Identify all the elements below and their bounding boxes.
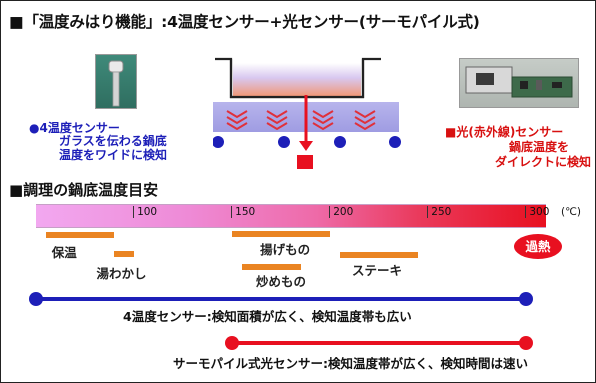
sensor-range-endpoint: [519, 292, 534, 306]
cooking-range-bar: [241, 264, 301, 270]
sensor-range-line: [36, 297, 527, 301]
cooking-range-label: 揚げもの: [260, 242, 311, 257]
scale-tick: [427, 206, 429, 218]
scale-tick-label: 300: [529, 206, 550, 218]
left-sensor-heading: ●4温度センサー: [29, 121, 120, 135]
sensor-board-photo: [459, 58, 579, 108]
cooking-range-label: 保温: [51, 245, 77, 260]
cooking-range-label: ステーキ: [352, 263, 403, 278]
sensor-probe-photo: [95, 54, 137, 109]
scale-tick: [133, 206, 135, 218]
right-sensor-line-1: 鍋底温度を: [509, 140, 570, 154]
pan-icon: [215, 57, 381, 99]
cooking-range-bar: [340, 252, 419, 258]
overheat-badge: 過熱: [514, 234, 562, 259]
pan-diagram: [213, 57, 401, 169]
scale-tick: [329, 206, 331, 218]
scale-tick: [231, 206, 233, 218]
cooking-range-bar: [45, 232, 115, 238]
right-sensor-line-2: ダイレクトに検知: [495, 155, 592, 169]
heat-wave-icon: [226, 110, 376, 131]
sensor-range-label: 4温度センサー:検知面積が広く、検知温度帯も広い: [123, 309, 412, 324]
cooking-range-label: 湯わかし: [96, 266, 147, 281]
cooking-range-bar: [232, 231, 331, 237]
cooking-range-bar: [114, 251, 135, 257]
scale-tick-label: 250: [431, 206, 452, 218]
left-sensor-line-1: ガラスを伝わる鍋底: [59, 134, 167, 148]
cooking-range-label: 炒めもの: [255, 274, 306, 289]
probe-icon: [108, 60, 124, 107]
left-sensor-line-2: 温度をワイドに検知: [59, 148, 168, 162]
temperature-scale-bar: [36, 204, 546, 228]
scale-tick-label: 150: [235, 206, 256, 218]
scale-tick-label: 100: [137, 206, 158, 218]
scale-unit: (℃): [561, 206, 581, 218]
page-title: ■「温度みはり機能」:4温度センサー+光センサー(サーモパイル式): [9, 13, 480, 31]
sensor-range-endpoint: [519, 336, 534, 350]
sensor-range-endpoint: [225, 336, 240, 350]
sensor-range-label: サーモパイル式光センサー:検知温度帯が広く、検知時間は速い: [173, 356, 529, 371]
overheat-label: 過熱: [525, 239, 551, 254]
circuit-board-icon: [465, 66, 573, 98]
infrared-arrow: [297, 95, 313, 169]
section-heading: ■調理の鍋底温度目安: [9, 181, 159, 199]
scale-tick: [525, 206, 527, 218]
scale-tick-label: 200: [333, 206, 354, 218]
sensor-range-endpoint: [29, 292, 43, 306]
right-sensor-heading: ■光(赤外線)センサー: [445, 125, 564, 139]
sensor-range-line: [232, 341, 527, 345]
temperature-sensor-dot: [213, 136, 401, 148]
